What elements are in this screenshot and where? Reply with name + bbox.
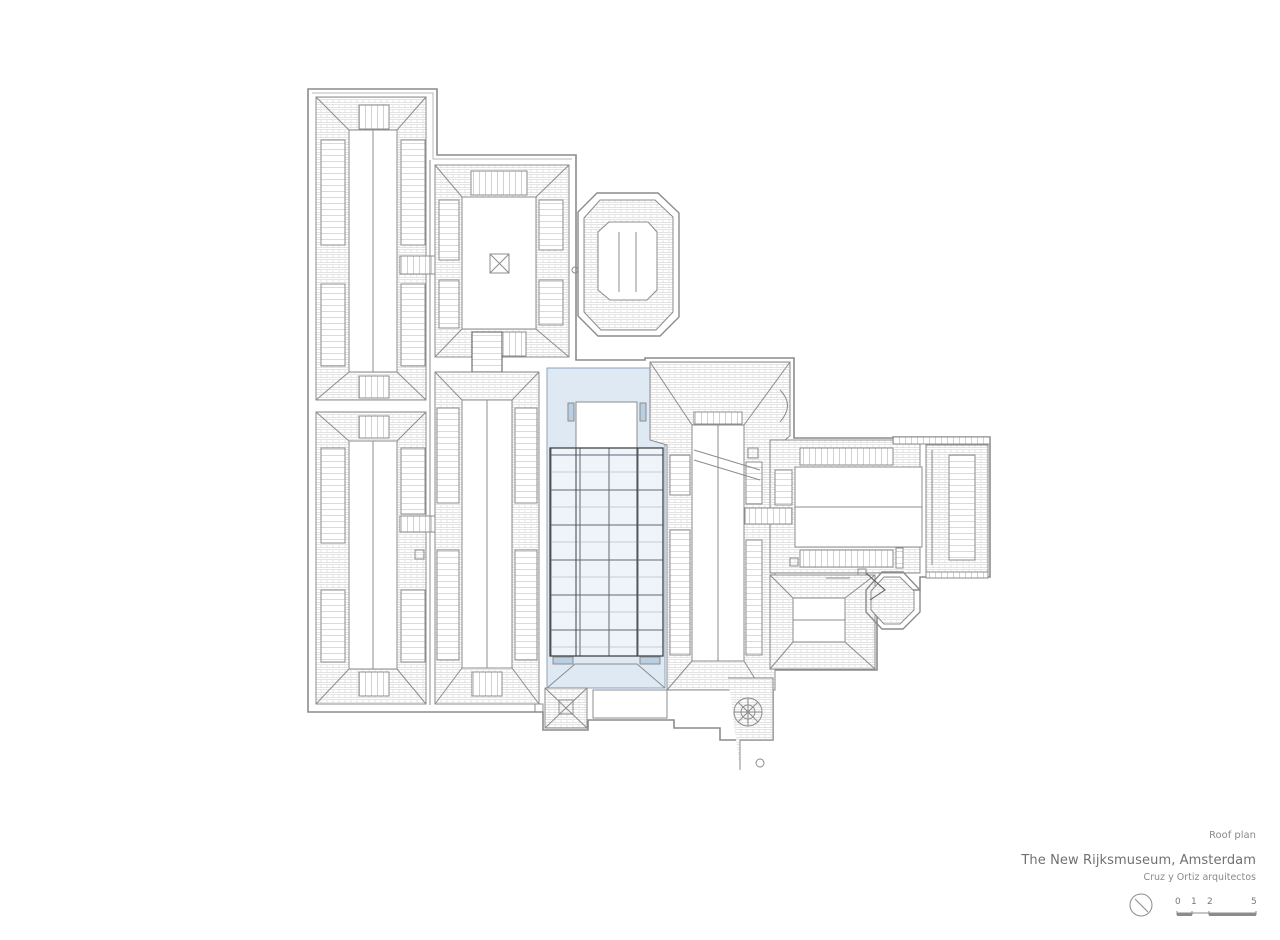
- centre-east-roof: [649, 361, 791, 691]
- scale-label-0: 0: [1175, 897, 1181, 907]
- south-annex-roof: [534, 677, 774, 770]
- project-title: The New Rijksmuseum, Amsterdam: [1021, 853, 1256, 868]
- title-block: Roof plan The New Rijksmuseum, Amsterdam…: [1021, 830, 1256, 883]
- west-wing-roof: [315, 96, 463, 705]
- scale-label-2: 2: [1207, 897, 1213, 907]
- sheet-label: Roof plan: [1208, 830, 1256, 841]
- south-east-court-roof: [769, 568, 921, 670]
- scale-label-1: 1: [1191, 897, 1197, 907]
- east-wing-roof: [744, 436, 991, 579]
- north-arrow-icon: [1129, 893, 1153, 917]
- centre-west-roof: [434, 164, 570, 705]
- hatch-opening: [489, 253, 510, 274]
- scale-label-5: 5: [1251, 897, 1257, 907]
- scale-bar: 0 1 2 5: [1125, 890, 1265, 924]
- architect-name: Cruz y Ortiz arquitectos: [1143, 872, 1257, 883]
- octagonal-tower-roof: [571, 192, 680, 337]
- atrium-glass-roof: [546, 367, 666, 689]
- scale-bar-graphic: [1176, 911, 1257, 916]
